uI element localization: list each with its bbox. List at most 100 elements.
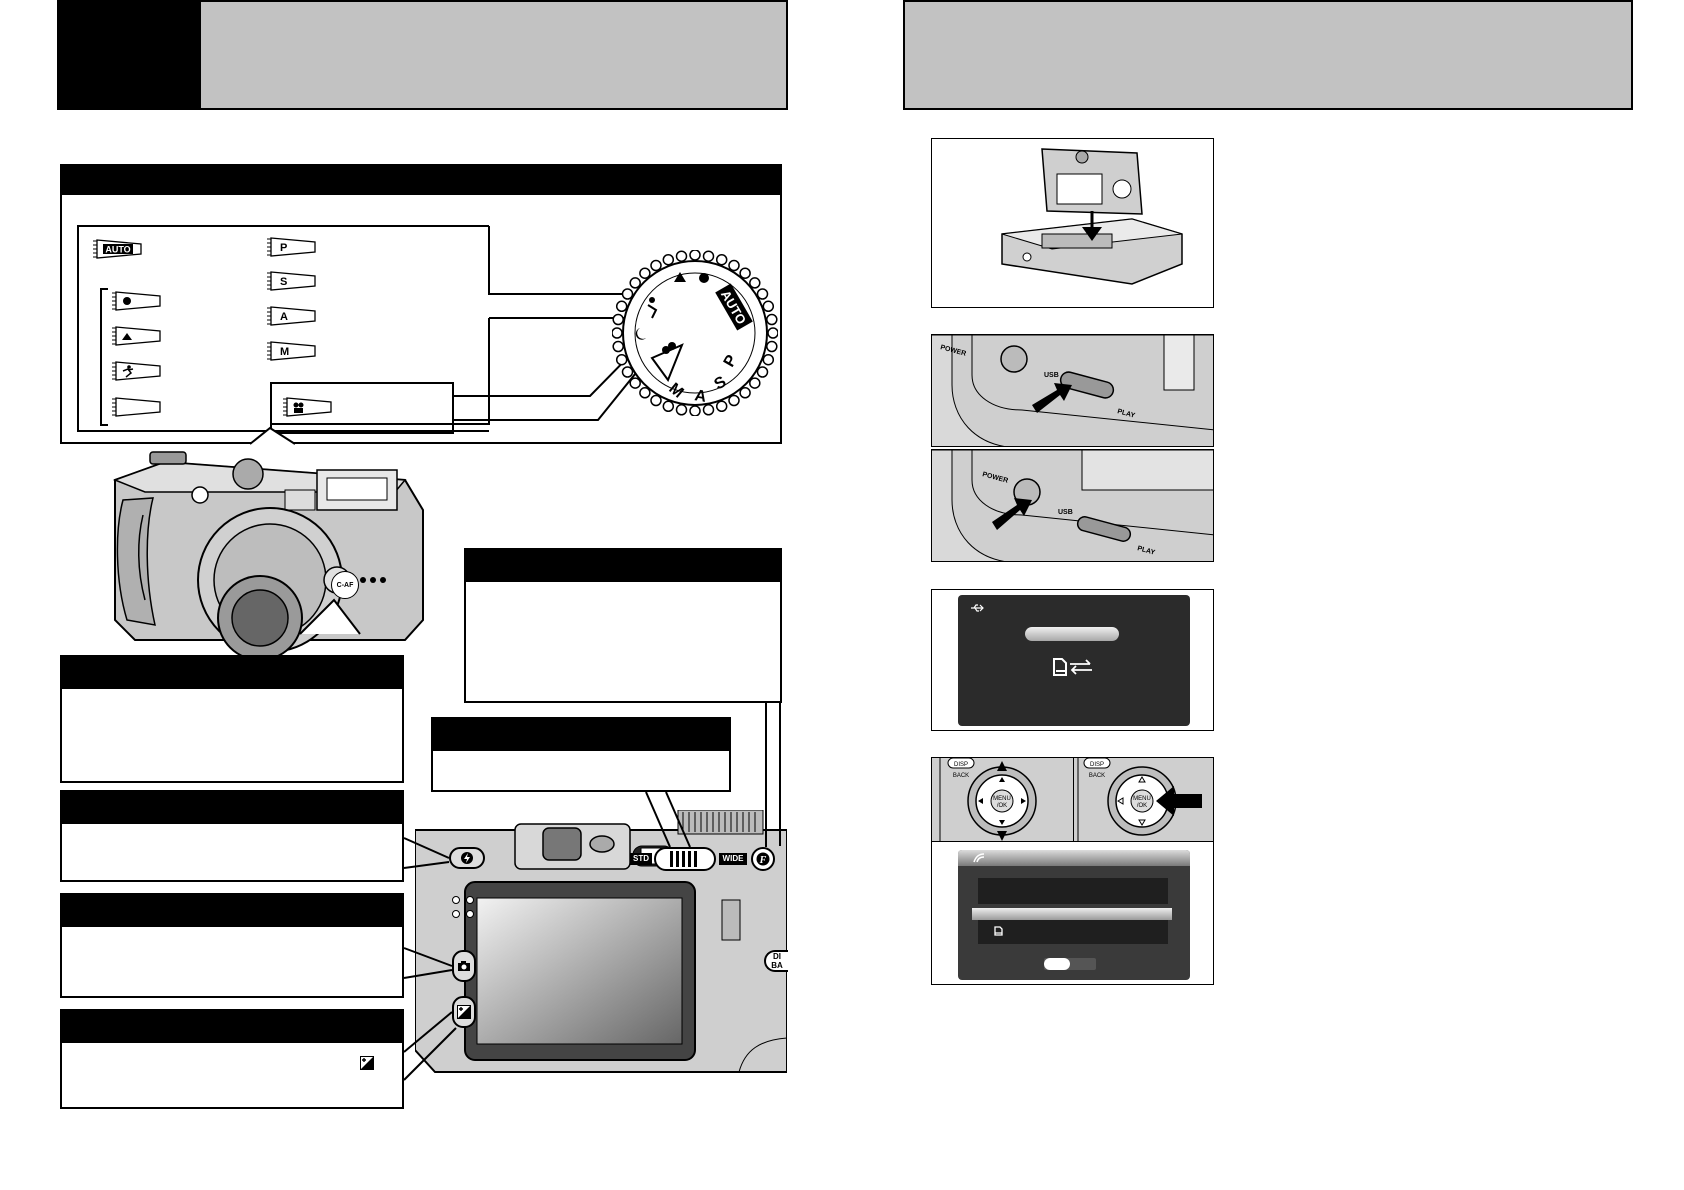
- pad-menu-label-1: MENU: [993, 796, 1011, 802]
- portrait-mode-icon: [112, 290, 164, 312]
- menu-option-1[interactable]: [978, 878, 1168, 904]
- usb-lcd-screen: [958, 595, 1190, 726]
- dock-play-label-1: PLAY: [1116, 408, 1136, 420]
- aperture-priority-icon: A: [267, 305, 319, 327]
- disp-back-button-partial[interactable]: DI BA: [764, 950, 788, 972]
- flash-icon: [461, 852, 473, 864]
- dial-auto-label: AUTO: [105, 245, 130, 255]
- back-view-leader-lines: [403, 703, 781, 1081]
- landscape-mode-icon: [112, 325, 164, 347]
- dial-tooth: [756, 366, 769, 378]
- pad-right-panel: DISP BACK MENU /OK: [1074, 758, 1213, 842]
- dial-tooth: [629, 277, 641, 289]
- print-option-icon: [994, 926, 1003, 936]
- camera-icon: [458, 961, 470, 971]
- flash-callout-title-bar: [60, 790, 404, 824]
- dial-m-label: M: [280, 346, 289, 358]
- mode-auto-icon: AUTO: [93, 238, 145, 260]
- print-transfer-icon: [1053, 658, 1092, 676]
- dial-tooth: [715, 253, 728, 266]
- dial-tooth: [621, 366, 634, 378]
- dial-face-a: A: [693, 387, 708, 406]
- menu-ok-button[interactable]: [1044, 958, 1096, 970]
- dial-tooth: [728, 259, 740, 272]
- dial-tooth: [749, 277, 761, 289]
- dock-insert-photo: [931, 138, 1214, 308]
- pad-ok-label-1: /OK: [997, 803, 1007, 809]
- pad-ok-label-2: /OK: [1137, 803, 1147, 809]
- dial-tooth: [728, 394, 740, 407]
- dial-tooth: [629, 377, 641, 389]
- movie-mode-box: [270, 382, 454, 434]
- mode-dial-illustration: P S A M AUTO: [612, 250, 778, 416]
- dial-tooth: [675, 404, 688, 416]
- exposure-button[interactable]: [452, 996, 476, 1028]
- usb-icon: [971, 604, 984, 612]
- pad-menu-label-2: MENU: [1133, 796, 1151, 802]
- dial-tooth: [650, 259, 662, 272]
- dial-tooth: [762, 300, 775, 313]
- wide-label: WIDE: [719, 853, 747, 865]
- dock-usb-label-1: USB: [1044, 372, 1059, 379]
- left-header-bar: [201, 0, 788, 110]
- usb-mode-highlight: [1025, 627, 1119, 641]
- pad-back-label-1: BACK: [953, 773, 969, 779]
- sport-mode-icon: [112, 360, 164, 382]
- f-button[interactable]: F: [751, 847, 775, 871]
- dial-tooth: [675, 250, 688, 262]
- std-label: STD: [630, 853, 652, 865]
- mode-list-box-top: [77, 225, 489, 227]
- photo-mode-button[interactable]: [452, 950, 476, 982]
- menu-option-3[interactable]: [978, 920, 1168, 944]
- dial-tooth: [702, 404, 715, 416]
- f-button-callout-title-bar: [464, 548, 782, 582]
- pad-disp-label-1: DISP: [954, 762, 968, 768]
- menu-title-bar: [958, 850, 1190, 866]
- caf-leader: [299, 598, 361, 635]
- dial-tooth: [612, 340, 624, 353]
- shutter-priority-icon: S: [267, 270, 319, 292]
- control-pad-photo: DISP BACK MENU /OK DISP BACK MENU /OK: [931, 757, 1214, 985]
- dial-tooth: [749, 377, 761, 389]
- dial-tooth: [662, 400, 675, 413]
- night-mode-icon: [112, 396, 164, 418]
- flash-button[interactable]: [449, 847, 485, 869]
- caf-callout-title-bar: [60, 655, 404, 689]
- camera-back-illustration: [415, 810, 787, 1073]
- dock-usb-label-2: USB: [1058, 509, 1073, 516]
- exposure-button-icon: [457, 1005, 471, 1019]
- dial-tooth: [612, 313, 624, 326]
- mode-dial-panel-title-bar: [60, 164, 782, 195]
- dr-selector-switch[interactable]: [654, 847, 716, 871]
- dial-tooth: [639, 387, 651, 399]
- mode-list-box: [77, 225, 489, 432]
- dial-s-label: S: [280, 276, 287, 288]
- dial-tooth: [739, 267, 751, 279]
- caf-button[interactable]: C-AF: [331, 571, 359, 599]
- pictbridge-icon: [973, 853, 985, 863]
- dial-tooth: [766, 313, 778, 326]
- dial-tooth: [621, 288, 634, 300]
- photo-mode-callout-title-bar: [60, 893, 404, 927]
- dial-tooth: [702, 250, 715, 262]
- dial-p-label: P: [280, 242, 287, 254]
- usb-screen-photo: [931, 589, 1214, 731]
- dial-tooth: [766, 340, 778, 353]
- dr-switch-callout-title-bar: [431, 717, 731, 751]
- menu-option-2-selected[interactable]: [972, 908, 1172, 920]
- exposure-callout-title-bar: [60, 1009, 404, 1043]
- dial-tooth: [739, 387, 751, 399]
- caf-button-label: C-AF: [336, 581, 354, 589]
- dial-tooth: [639, 267, 651, 279]
- dial-tooth: [715, 400, 728, 413]
- dial-tooth: [756, 288, 769, 300]
- dial-tooth: [762, 353, 775, 366]
- pad-back-label-2: BACK: [1089, 773, 1105, 779]
- dial-a-label: A: [280, 311, 288, 323]
- dock-play-label-2: PLAY: [1136, 545, 1156, 557]
- dial-tooth: [662, 253, 675, 266]
- manual-mode-icon: M: [267, 340, 319, 362]
- dial-tooth: [615, 353, 628, 366]
- power-button-photo: POWER USB PLAY: [931, 449, 1214, 562]
- dial-tooth: [615, 300, 628, 313]
